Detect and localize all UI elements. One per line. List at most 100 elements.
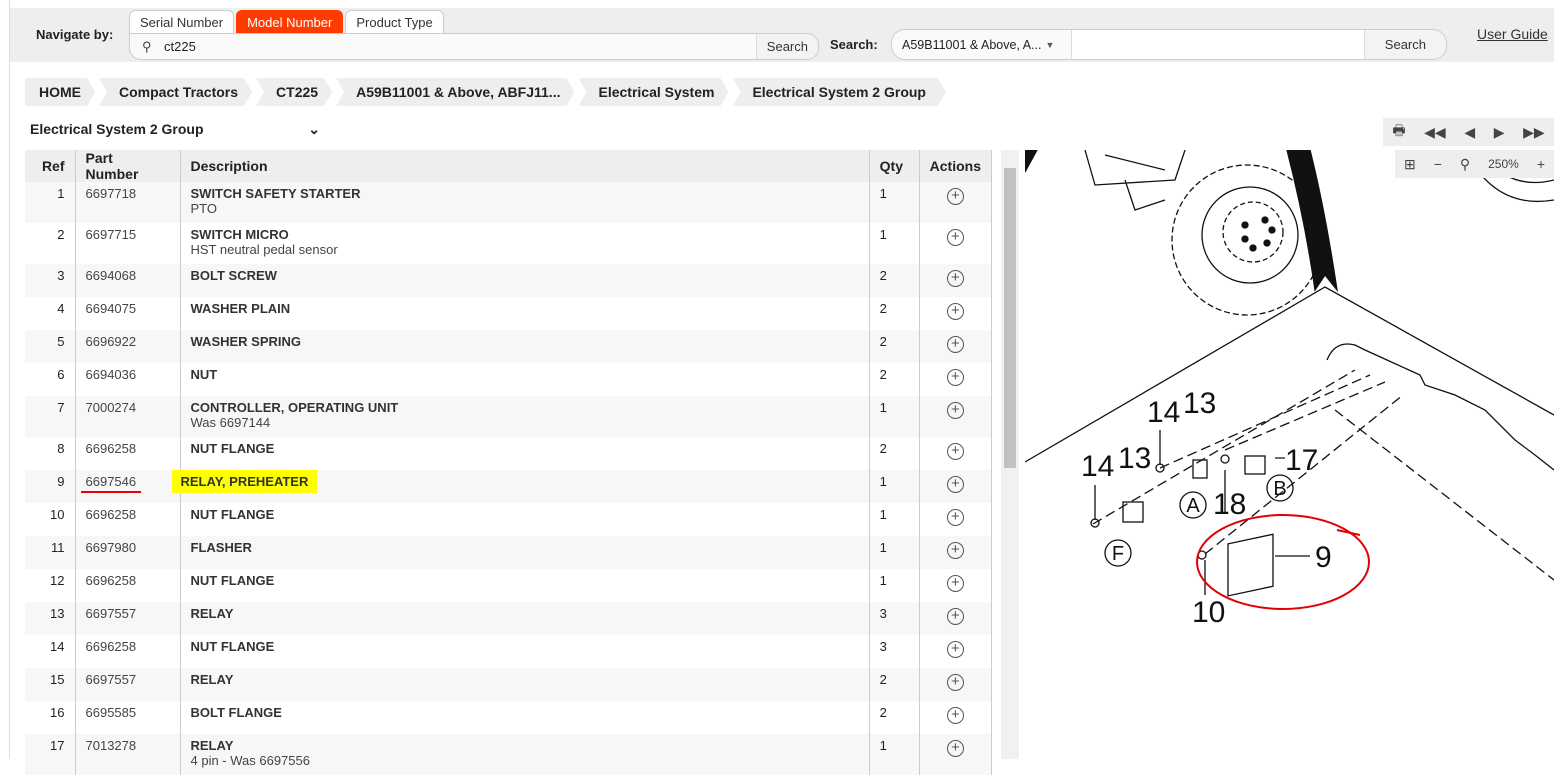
model-search-button[interactable]: Search — [755, 34, 818, 59]
parts-diagram[interactable]: 14 13 14 13 17 18 9 10 A B F — [1025, 150, 1554, 759]
part-number[interactable]: 6697557 — [85, 606, 137, 621]
add-to-cart-icon[interactable]: + — [946, 188, 964, 205]
part-number-cell[interactable]: 6696258 — [75, 635, 181, 668]
add-to-cart-icon[interactable]: + — [946, 575, 964, 592]
col-qty[interactable]: Qty — [869, 150, 920, 182]
part-number[interactable]: 6694075 — [85, 301, 137, 316]
callout-14[interactable]: 14 — [1147, 396, 1180, 429]
part-number[interactable]: 6697718 — [85, 186, 137, 201]
add-to-cart-icon[interactable]: + — [946, 542, 964, 559]
table-row[interactable]: 6 6694036 NUT 2 + — [25, 363, 993, 396]
part-number[interactable]: 7013278 — [85, 738, 137, 753]
previous-icon[interactable]: ◀ — [1464, 123, 1476, 140]
add-to-cart-icon[interactable]: + — [946, 608, 964, 625]
breadcrumb-electrical-system-2-group[interactable]: Electrical System 2 Group — [732, 78, 946, 106]
add-to-cart-icon[interactable]: + — [946, 707, 964, 724]
user-guide-link[interactable]: User Guide — [1477, 26, 1548, 42]
table-row[interactable]: 11 6697980 FLASHER 1 + — [25, 536, 993, 569]
part-number[interactable]: 6694068 — [85, 268, 137, 283]
callout-9[interactable]: 9 — [1315, 541, 1332, 574]
table-row[interactable]: 16 6695585 BOLT FLANGE 2 + — [25, 701, 993, 734]
callout-18[interactable]: 18 — [1213, 488, 1246, 521]
first-page-icon[interactable]: ◀◀ — [1424, 123, 1446, 140]
table-row[interactable]: 5 6696922 WASHER SPRING 2 + — [25, 330, 993, 363]
tab-product-type[interactable]: Product Type — [345, 10, 444, 34]
part-number-cell[interactable]: 6697557 — [75, 668, 181, 701]
add-to-cart-icon[interactable]: + — [946, 369, 964, 386]
add-to-cart-icon[interactable]: + — [946, 674, 964, 691]
col-ref[interactable]: Ref — [25, 150, 76, 182]
part-number[interactable]: 7000274 — [85, 400, 137, 415]
add-to-cart-icon[interactable]: + — [946, 443, 964, 460]
part-number-cell[interactable]: 7000274 — [75, 396, 181, 437]
part-number-cell[interactable]: 6696258 — [75, 569, 181, 602]
add-to-cart-icon[interactable]: + — [946, 229, 964, 246]
zoom-search-icon[interactable]: ⚲ — [1459, 155, 1471, 172]
table-row[interactable]: 8 6696258 NUT FLANGE 2 + — [25, 437, 993, 470]
tab-model-number[interactable]: Model Number — [236, 10, 344, 34]
part-number-cell[interactable]: 6696922 — [75, 330, 181, 363]
tab-serial-number[interactable]: Serial Number — [129, 10, 235, 34]
table-row[interactable]: 3 6694068 BOLT SCREW 2 + — [25, 264, 993, 297]
add-to-cart-icon[interactable]: + — [946, 336, 964, 353]
part-number[interactable]: 6697546 — [80, 474, 142, 493]
part-number-cell[interactable]: 7013278 — [75, 734, 181, 775]
zoom-out-icon[interactable]: − — [1433, 156, 1442, 172]
add-to-cart-icon[interactable]: + — [946, 402, 964, 419]
callout-a[interactable]: A — [1186, 495, 1200, 517]
scrollbar-thumb[interactable] — [1004, 168, 1016, 468]
last-page-icon[interactable]: ▶▶ — [1523, 123, 1545, 140]
table-scrollbar[interactable] — [1001, 150, 1019, 759]
part-number[interactable]: 6696258 — [85, 639, 137, 654]
callout-14[interactable]: 14 — [1081, 450, 1114, 483]
breadcrumb-home[interactable]: HOME — [25, 78, 95, 106]
table-row[interactable]: 4 6694075 WASHER PLAIN 2 + — [25, 297, 993, 330]
model-search-input[interactable]: ct225 — [164, 39, 196, 54]
part-number-cell[interactable]: 6694075 — [75, 297, 181, 330]
add-to-cart-icon[interactable]: + — [946, 641, 964, 658]
add-to-cart-icon[interactable]: + — [946, 509, 964, 526]
breadcrumb-ct225[interactable]: CT225 — [256, 78, 332, 106]
print-icon[interactable]: 🖶 — [1392, 122, 1406, 138]
part-number-cell[interactable]: 6697546 — [75, 470, 181, 503]
part-number-cell[interactable]: 6696258 — [75, 437, 181, 470]
table-row[interactable]: 9 6697546 RELAY, PREHEATER 1 + — [25, 470, 993, 503]
callout-17[interactable]: 17 — [1285, 444, 1318, 477]
part-number-cell[interactable]: 6694068 — [75, 264, 181, 297]
part-number-cell[interactable]: 6697715 — [75, 223, 181, 264]
table-row[interactable]: 12 6696258 NUT FLANGE 1 + — [25, 569, 993, 602]
callout-13[interactable]: 13 — [1183, 387, 1216, 420]
table-row[interactable]: 14 6696258 NUT FLANGE 3 + — [25, 635, 993, 668]
breadcrumb-electrical-system[interactable]: Electrical System — [578, 78, 728, 106]
table-row[interactable]: 10 6696258 NUT FLANGE 1 + — [25, 503, 993, 536]
serial-range-select[interactable]: A59B11001 & Above, A...▼ — [892, 30, 1072, 59]
breadcrumb-compact-tractors[interactable]: Compact Tractors — [99, 78, 252, 106]
add-to-cart-icon[interactable]: + — [946, 476, 964, 493]
part-number-cell[interactable]: 6696258 — [75, 503, 181, 536]
add-to-cart-icon[interactable]: + — [946, 270, 964, 287]
part-number[interactable]: 6697715 — [85, 227, 137, 242]
part-number[interactable]: 6694036 — [85, 367, 137, 382]
search-button[interactable]: Search — [1363, 30, 1446, 59]
part-number[interactable]: 6696258 — [85, 507, 137, 522]
col-part-number[interactable]: Part Number — [75, 150, 181, 182]
callout-b[interactable]: B — [1273, 478, 1286, 500]
callout-13[interactable]: 13 — [1118, 442, 1151, 475]
part-number-cell[interactable]: 6697980 — [75, 536, 181, 569]
zoom-in-icon[interactable]: + — [1536, 156, 1545, 172]
part-number[interactable]: 6695585 — [85, 705, 137, 720]
col-description[interactable]: Description — [180, 150, 870, 182]
part-number[interactable]: 6696922 — [85, 334, 137, 349]
add-to-cart-icon[interactable]: + — [946, 740, 964, 757]
callout-f[interactable]: F — [1112, 543, 1124, 565]
part-number-cell[interactable]: 6694036 — [75, 363, 181, 396]
add-to-cart-icon[interactable]: + — [946, 303, 964, 320]
group-select[interactable]: Electrical System 2 Group⌄ — [30, 121, 320, 138]
part-number[interactable]: 6697980 — [85, 540, 137, 555]
part-number[interactable]: 6696258 — [85, 441, 137, 456]
fit-icon[interactable]: ⊞ — [1403, 155, 1416, 172]
